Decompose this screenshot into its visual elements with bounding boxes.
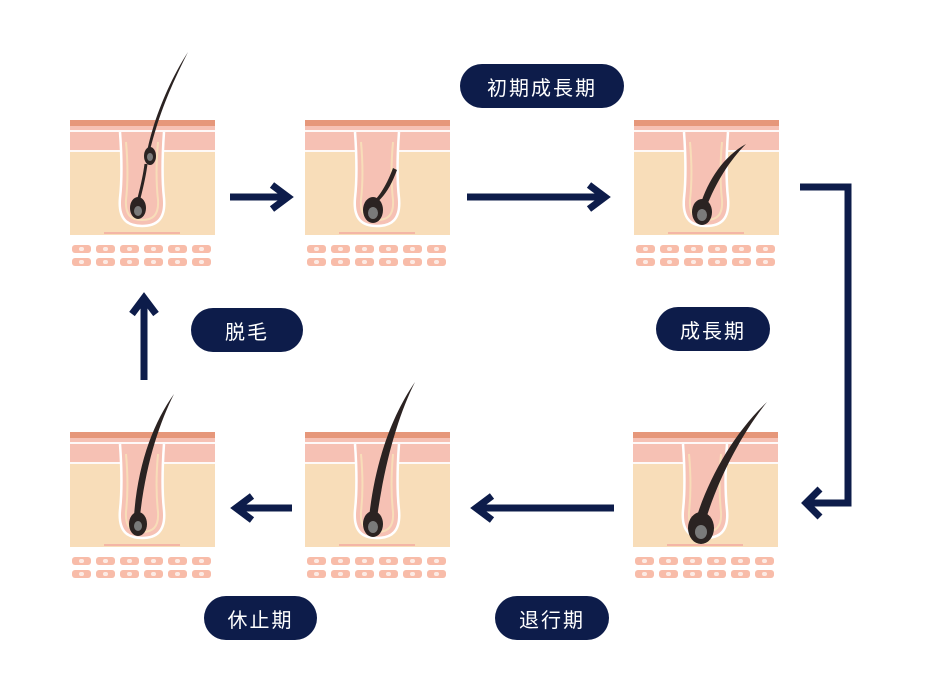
label-resting: 休止期	[204, 596, 317, 640]
follicle-growth-2	[633, 402, 778, 580]
arrow-left-short	[230, 493, 292, 523]
label-shedding: 脱毛	[191, 308, 303, 352]
follicle-shedding	[70, 52, 215, 268]
follicle-growth-1	[634, 118, 779, 268]
arrow-up	[129, 292, 159, 380]
arrow-right-long	[467, 182, 611, 212]
follicle-regression	[305, 382, 450, 580]
arrow-left-long	[470, 493, 614, 523]
arrow-elbow-down-left	[800, 183, 852, 520]
arrow-right-short	[230, 182, 294, 212]
label-growth: 成長期	[656, 307, 770, 351]
label-regression: 退行期	[495, 596, 609, 640]
label-initial-growth: 初期成長期	[460, 64, 624, 108]
follicle-early	[305, 118, 450, 268]
follicle-resting	[70, 394, 215, 580]
